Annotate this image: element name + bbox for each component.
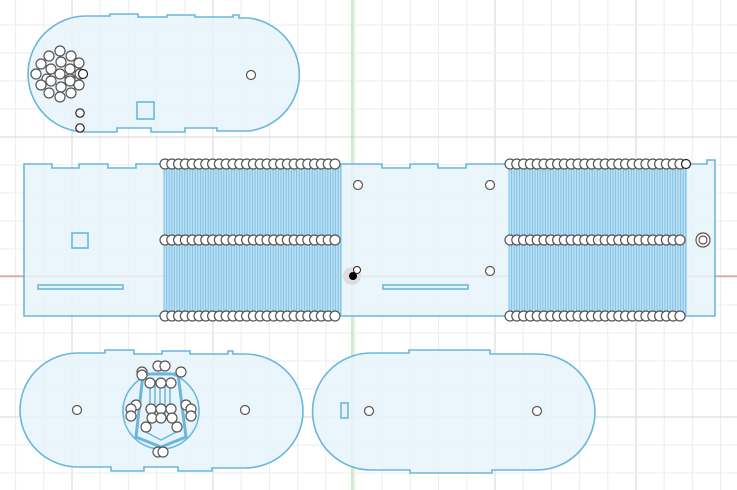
sketch-point[interactable] bbox=[125, 410, 137, 422]
sketch-point[interactable] bbox=[239, 404, 251, 416]
sketch-point[interactable] bbox=[680, 158, 692, 170]
sketch-point[interactable] bbox=[30, 68, 42, 80]
sketch-point[interactable] bbox=[353, 266, 361, 274]
square-cutout[interactable] bbox=[71, 232, 89, 249]
sketch-point[interactable] bbox=[55, 56, 67, 68]
sketch-point[interactable] bbox=[65, 50, 77, 62]
sketch-point[interactable] bbox=[175, 366, 187, 378]
sketch-point[interactable] bbox=[45, 75, 57, 87]
sketch-point[interactable] bbox=[73, 79, 85, 91]
sketch-point[interactable] bbox=[157, 446, 169, 458]
bracket-line bbox=[141, 429, 181, 441]
sketch-points[interactable] bbox=[30, 45, 711, 458]
sketch-point[interactable] bbox=[136, 369, 148, 381]
sketch-point[interactable] bbox=[484, 179, 496, 191]
sketch-point[interactable] bbox=[329, 310, 341, 322]
sketch-point[interactable] bbox=[155, 377, 167, 389]
slot-cutout[interactable] bbox=[382, 284, 469, 290]
sketch-point[interactable] bbox=[674, 310, 686, 322]
sketch-point[interactable] bbox=[75, 108, 85, 118]
sketch-point[interactable] bbox=[245, 69, 257, 81]
sketch-point[interactable] bbox=[155, 412, 167, 424]
bottom-right-plate-profile[interactable] bbox=[311, 349, 596, 474]
sketch-point[interactable] bbox=[352, 179, 364, 191]
sketch-point[interactable] bbox=[171, 421, 183, 433]
sketch-point[interactable] bbox=[159, 360, 171, 372]
slot-cutout[interactable] bbox=[37, 284, 124, 290]
inner-bracket-profile[interactable] bbox=[134, 372, 188, 449]
sketch-point[interactable] bbox=[531, 405, 543, 417]
sketch-point[interactable] bbox=[165, 377, 177, 389]
sketch-point[interactable] bbox=[140, 421, 152, 433]
sketch-point[interactable] bbox=[54, 68, 66, 80]
top-end-plate-profile[interactable] bbox=[27, 13, 301, 133]
slot-cutout[interactable] bbox=[340, 402, 349, 419]
sketch-point[interactable] bbox=[43, 50, 55, 62]
sketch-point[interactable] bbox=[185, 410, 197, 422]
sketch-point[interactable] bbox=[77, 68, 89, 80]
sketch-point[interactable] bbox=[35, 79, 47, 91]
sketch-point[interactable] bbox=[75, 123, 85, 133]
sketch-point[interactable] bbox=[54, 45, 66, 57]
sketch-point[interactable] bbox=[329, 158, 341, 170]
sketch-point[interactable] bbox=[144, 377, 156, 389]
sketch-point[interactable] bbox=[65, 87, 77, 99]
sketch-point[interactable] bbox=[674, 234, 686, 246]
sketch-point[interactable] bbox=[35, 58, 47, 70]
sketch-point[interactable] bbox=[166, 412, 178, 424]
sketch-point[interactable] bbox=[64, 63, 76, 75]
sketch-point[interactable] bbox=[329, 234, 341, 246]
sketch-point[interactable] bbox=[698, 235, 708, 245]
sketch-point[interactable] bbox=[363, 405, 375, 417]
square-cutout[interactable] bbox=[136, 101, 155, 120]
sketch-point[interactable] bbox=[64, 75, 76, 87]
sketch-point[interactable] bbox=[45, 63, 57, 75]
sketch-point[interactable] bbox=[484, 265, 496, 277]
sketch-point[interactable] bbox=[43, 87, 55, 99]
sketch-point[interactable] bbox=[71, 404, 83, 416]
sketch-point[interactable] bbox=[55, 81, 67, 93]
sketch-point[interactable] bbox=[54, 91, 66, 103]
sketch-point[interactable] bbox=[73, 57, 85, 69]
origin-point[interactable] bbox=[349, 272, 357, 280]
